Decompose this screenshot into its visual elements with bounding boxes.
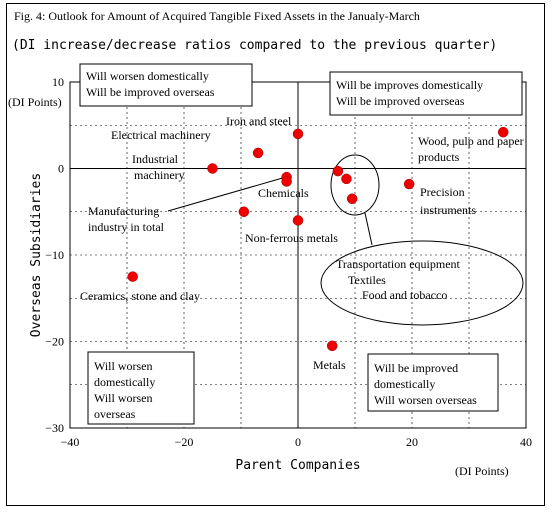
data-point — [403, 178, 415, 190]
quadrant-text: domestically — [374, 377, 435, 391]
x-tick-label: 0 — [295, 435, 301, 449]
quadrant-box-top-right — [329, 71, 523, 116]
label-food-tobacco: Food and tobacco — [362, 288, 447, 302]
data-point — [497, 126, 509, 138]
group-ellipse-small — [330, 154, 380, 216]
label-manufacturing-total: industry in total — [88, 220, 165, 234]
quadrant-text: Will be improves domestically — [336, 78, 483, 92]
data-point — [326, 340, 338, 352]
quadrant-text: Will be improved overseas — [86, 85, 215, 99]
group-connector-line — [364, 212, 373, 246]
quadrant-text: overseas — [94, 407, 136, 421]
label-textiles: Textiles — [348, 273, 386, 287]
data-point — [346, 193, 358, 205]
label-industrial-machinery: machinery — [134, 168, 185, 182]
x-tick-label: 40 — [520, 435, 532, 449]
y-axis-unit: (DI Points) — [8, 95, 62, 109]
y-tick-label: 10 — [52, 75, 64, 89]
data-point — [281, 176, 292, 187]
group-ellipse-large — [320, 240, 524, 326]
label-chemicals: Chemicals — [258, 186, 309, 200]
quadrant-text: Will worsen domestically — [86, 69, 209, 83]
label-iron-steel: Iron and steel — [226, 114, 292, 128]
data-point — [292, 215, 304, 226]
label-manufacturing-total: Manufacturing — [88, 204, 159, 218]
y-tick-label: −10 — [45, 248, 64, 262]
mfg-leader-line — [167, 176, 287, 212]
y-tick-label: −30 — [45, 421, 64, 435]
label-non-ferrous-metals: Non-ferrous metals — [245, 231, 338, 245]
data-point — [238, 206, 250, 217]
quadrant-text: Will be improved — [374, 361, 458, 375]
tick-labels: −40 −20 0 20 40 10 0 −10 −20 −30 — [45, 75, 532, 449]
label-metals: Metals — [313, 358, 346, 372]
label-wood-pulp: products — [418, 150, 460, 164]
data-point — [207, 163, 218, 174]
x-tick-label: −40 — [61, 435, 80, 449]
data-point — [127, 271, 138, 282]
quadrant-box-bottom-right — [367, 353, 499, 412]
label-ceramics: Ceramics, stone and clay — [80, 289, 200, 303]
chart-frame — [6, 3, 545, 506]
data-point — [341, 173, 352, 185]
data-point — [332, 165, 344, 177]
zero-axes — [70, 82, 526, 428]
quadrant-text: Will be improved overseas — [336, 94, 465, 108]
label-industrial-machinery: Industrial — [132, 152, 179, 166]
data-point — [292, 128, 304, 140]
chart-subtitle: (DI increase/decrease ratios compared to… — [12, 38, 497, 53]
quadrant-text: Will worsen — [94, 359, 153, 373]
y-axis-title: Overseas Subsidiaries — [29, 173, 44, 337]
chart-title: Fig. 4: Outlook for Amount of Acquired T… — [14, 9, 420, 23]
y-tick-label: −20 — [45, 335, 64, 349]
label-precision: instruments — [420, 203, 476, 217]
x-axis-title: Parent Companies — [235, 458, 360, 473]
label-precision: Precision — [420, 185, 465, 199]
quadrant-box-top-left — [79, 63, 253, 107]
y-tick-label: 0 — [58, 162, 64, 176]
data-point — [252, 147, 264, 159]
quadrant-text: domestically — [94, 375, 155, 389]
quadrant-text: Will worsen — [94, 391, 153, 405]
label-transportation: Transportation equipment — [336, 257, 461, 271]
label-wood-pulp: Wood, pulp and paper — [418, 134, 524, 148]
data-points — [127, 126, 509, 352]
quadrant-box-bottom-left — [87, 351, 195, 425]
x-tick-label: 20 — [406, 435, 418, 449]
label-electrical-machinery: Electrical machinery — [111, 128, 211, 142]
quadrant-text: Will worsen overseas — [374, 393, 477, 407]
x-axis-unit: (DI Points) — [455, 464, 509, 478]
x-tick-label: −20 — [175, 435, 194, 449]
